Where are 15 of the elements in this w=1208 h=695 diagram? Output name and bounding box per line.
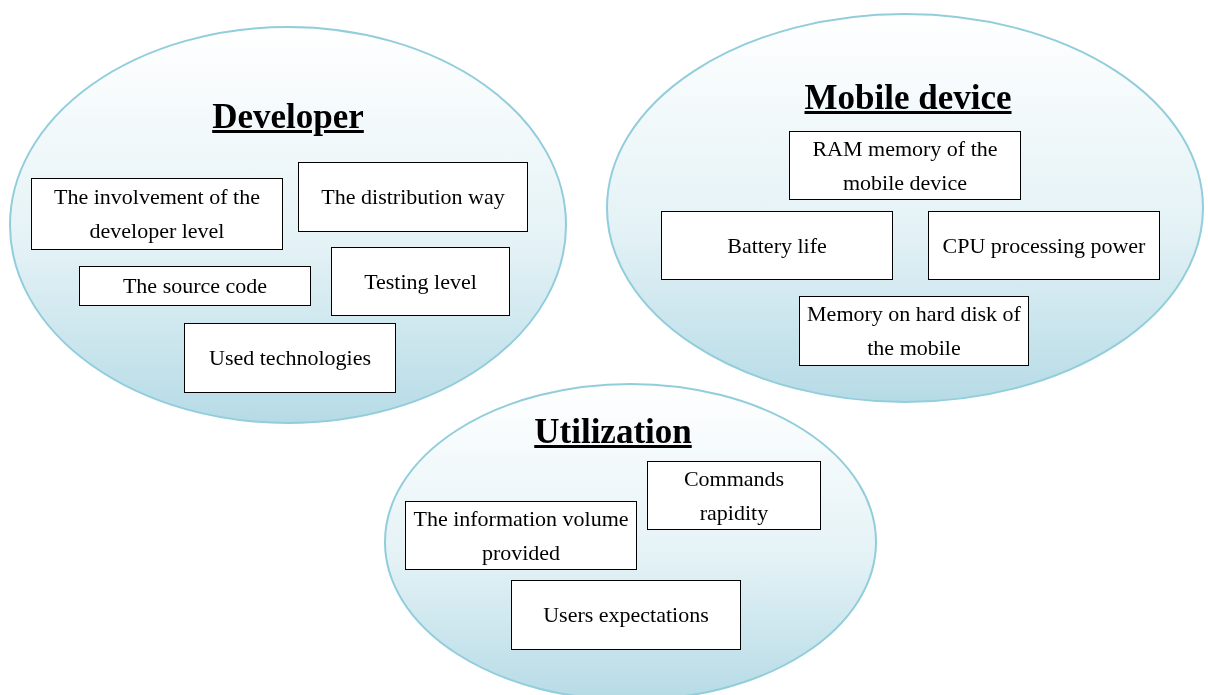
factor-box: The source code [79,266,311,306]
group-heading: Mobile device [804,78,1012,118]
factor-box: Commands rapidity [647,461,821,530]
factor-box: The involvement of the developer level [31,178,283,250]
factor-box: Users expectations [511,580,741,650]
group-heading: Developer [212,97,364,137]
factor-box: The information volume provided [405,501,637,570]
factor-box: The distribution way [298,162,528,232]
factor-box: Memory on hard disk of the mobile [799,296,1029,366]
factor-box: Battery life [661,211,893,280]
factor-box: Used technologies [184,323,396,393]
factor-box: RAM memory of the mobile device [789,131,1021,200]
factor-box: Testing level [331,247,510,316]
group-heading: Utilization [534,412,692,452]
factor-box: CPU processing power [928,211,1160,280]
